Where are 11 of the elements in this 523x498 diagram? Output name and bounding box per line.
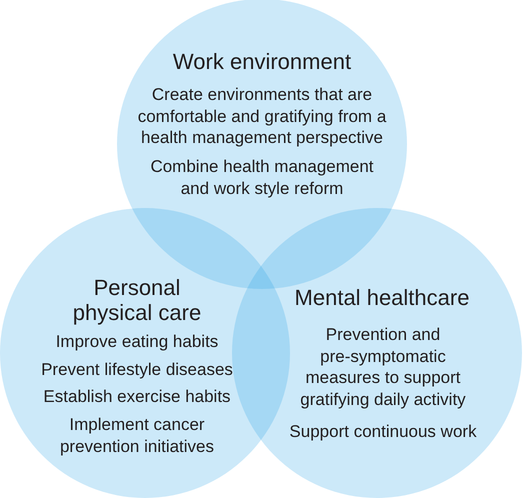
body-text: Prevention and pre-symptomatic measures to support gratifying daily activity — [299, 324, 467, 410]
circle-heading: Personal physical care — [72, 275, 202, 325]
body-text: Establish exercise habits — [43, 386, 231, 408]
body-text: Create environments that are comfortable and gratifying from a health management perspective — [136, 84, 388, 148]
body-text: Support continuous work — [289, 421, 477, 442]
body-text: Improve eating habits — [56, 331, 218, 352]
body-text: Implement cancer prevention initiatives — [58, 414, 216, 457]
circle-heading: Work environment — [172, 49, 352, 74]
body-text: Prevent lifestyle diseases — [41, 359, 233, 380]
body-text: Combine health management and work style reform — [149, 156, 375, 199]
circle-heading: Mental healthcare — [294, 285, 470, 310]
